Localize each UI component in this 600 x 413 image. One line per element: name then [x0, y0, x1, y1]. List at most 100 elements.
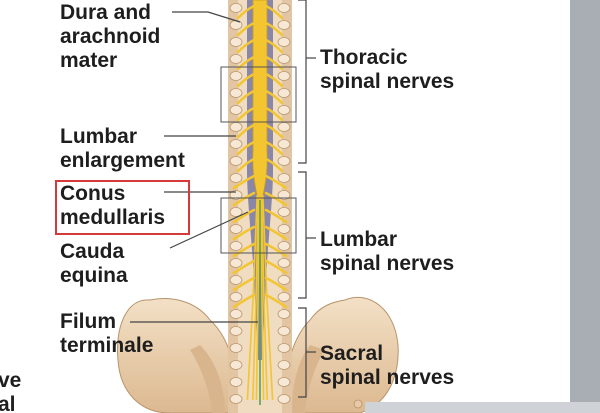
spinal-nerve-branch — [264, 276, 288, 292]
label-line: al — [0, 393, 16, 413]
spinal-nerve-branch — [236, 72, 256, 88]
vertebra-foramen — [277, 360, 291, 370]
spinal-nerve-branch — [236, 140, 256, 156]
lumbar-detail-box — [220, 197, 297, 254]
cauda-equina-root — [252, 194, 260, 401]
vertebra-foramen — [277, 37, 291, 47]
label-line: Thoracic — [320, 46, 408, 69]
spinal-nerve-branch — [232, 293, 256, 309]
label-cauda-equina: Cauda equina — [60, 240, 128, 288]
sacral-bracket — [298, 307, 316, 398]
leader-lines — [130, 11, 258, 323]
cauda-equina-root — [260, 194, 265, 401]
label-line: ve — [0, 369, 22, 392]
label-line: mater — [60, 49, 118, 72]
label-conus-medullaris: Conus medullaris — [60, 182, 165, 230]
vertebra-foramen — [277, 105, 291, 115]
vertebra-foramen — [229, 54, 243, 64]
label-filum-terminale: Filum terminale — [60, 310, 153, 358]
spinal-nerve-branch — [264, 89, 284, 105]
label-line: medullaris — [60, 206, 166, 229]
label-cutoff-left: ve al — [0, 369, 21, 413]
spinal-nerve-branch — [232, 259, 256, 275]
label-line: Conus — [60, 182, 126, 205]
vertebra-foramen — [229, 224, 243, 234]
vertebra-foramen — [277, 377, 291, 387]
spinal-nerve-branch — [264, 72, 284, 88]
vertebra-foramen — [229, 37, 243, 47]
spinal-nerve-branch — [232, 208, 256, 224]
spinal-nerve-branch — [236, 89, 256, 105]
thoracic-bracket — [298, 0, 316, 164]
label-sacral-spinal-nerves: Sacral spinal nerves — [320, 342, 454, 390]
conus-highlight-box — [55, 180, 190, 235]
vertebra-foramen — [229, 394, 243, 404]
cauda-equina-root — [246, 194, 258, 401]
vertebra-foramen — [229, 20, 243, 30]
vertebra-foramen — [277, 258, 291, 268]
vertebra-foramen — [277, 71, 291, 81]
spinal-cord — [252, 0, 268, 201]
vertebra-foramen — [229, 241, 243, 251]
vertebra-foramen — [229, 309, 243, 319]
cauda-equina — [246, 194, 274, 401]
vertebra-foramen — [229, 88, 243, 98]
spinal-nerve-branch — [236, 106, 256, 122]
vertebra-foramen — [229, 343, 243, 353]
spinal-nerve-branches — [232, 4, 288, 309]
label-line: spinal nerves — [320, 70, 455, 93]
vertebra-foramen — [229, 173, 243, 183]
spinal-nerve-branch — [236, 55, 256, 71]
label-line: equina — [60, 264, 128, 287]
label-line: arachnoid — [60, 25, 161, 48]
vertebra-foramen — [277, 20, 291, 30]
vertebra-foramen — [277, 88, 291, 98]
spinal-nerve-branch — [264, 4, 284, 20]
vertebra-foramen — [229, 207, 243, 217]
label-line: enlargement — [60, 149, 185, 172]
thoracic-detail-box — [220, 66, 297, 123]
cauda-equina-root — [260, 194, 268, 401]
spinal-nerve-branch — [264, 123, 284, 139]
vertebra-foramen — [229, 105, 243, 115]
cauda-equina-root — [262, 194, 274, 401]
label-line: spinal nerves — [320, 252, 455, 275]
vertebra-foramen — [229, 71, 243, 81]
vertebra-foramen — [277, 122, 291, 132]
vertebra-foramen — [277, 275, 291, 285]
spinal-nerve-branch — [264, 21, 284, 37]
cauda-equina-root — [255, 194, 260, 401]
vertebra-foramen — [229, 3, 243, 13]
vertebra-foramen — [277, 241, 291, 251]
spinal-nerve-branch — [264, 140, 284, 156]
spinal-nerve-branch — [236, 157, 256, 173]
lumbar-bracket — [298, 171, 316, 299]
vertebra-foramen — [229, 122, 243, 132]
spinal-nerve-branch — [264, 157, 284, 173]
vertebra-foramen — [277, 224, 291, 234]
spinal-nerve-branch — [264, 225, 288, 241]
vertebra-foramen — [229, 292, 243, 302]
spinal-nerve-branch — [232, 242, 256, 258]
vertebra-foramen — [229, 326, 243, 336]
label-line: Cauda — [60, 240, 125, 263]
spinal-nerve-branch — [232, 225, 256, 241]
spinal-nerve-branch — [232, 174, 256, 190]
vertebra-foramen — [229, 377, 243, 387]
spinal-nerve-branch — [264, 208, 288, 224]
label-dura-arachnoid: Dura and arachnoid mater — [60, 1, 160, 73]
vertebra-foramen — [277, 54, 291, 64]
vertebra-foramen — [229, 360, 243, 370]
label-line: Sacral — [320, 342, 384, 365]
spinal-nerve-branch — [236, 123, 256, 139]
spinal-nerve-branch — [236, 4, 256, 20]
spinal-nerve-branch — [236, 38, 256, 54]
vertebra-foramen — [277, 207, 291, 217]
vertebra-foramen — [229, 156, 243, 166]
label-line: terminale — [60, 334, 154, 357]
vertebra-foramen — [229, 139, 243, 149]
label-lumbar-enlargement: Lumbar enlargement — [60, 125, 185, 173]
vertebra-foramen — [277, 326, 291, 336]
